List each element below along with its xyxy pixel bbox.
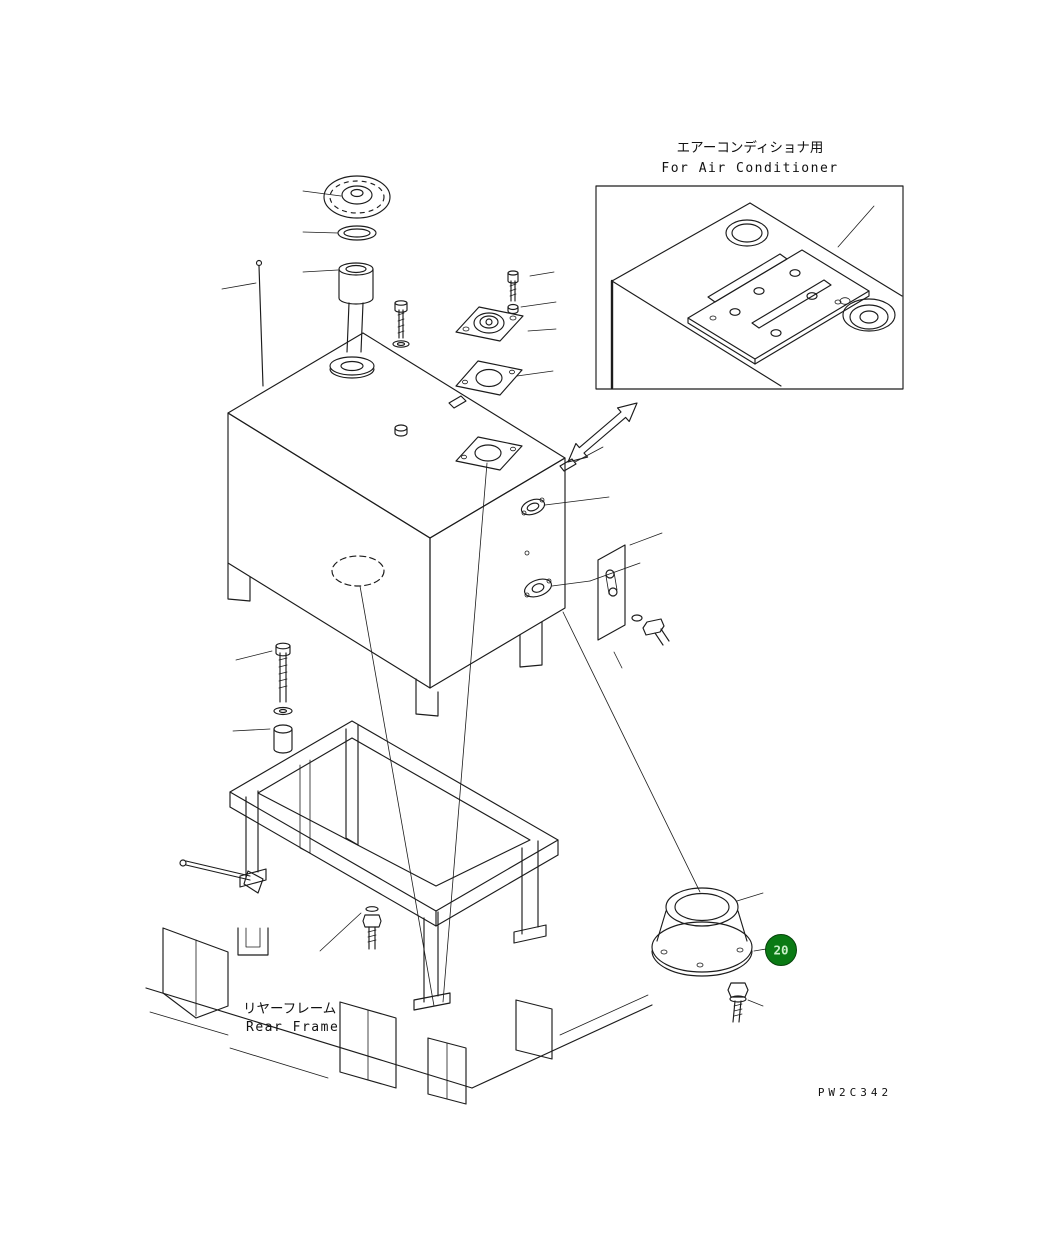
callout-badge-20[interactable]: 20 <box>765 934 797 966</box>
inset-detail-box <box>595 185 904 390</box>
o-ring <box>337 225 377 241</box>
tank-body <box>227 332 610 717</box>
bolt-top-right <box>507 270 519 315</box>
cover-plate <box>455 306 524 342</box>
callout-badge-circle[interactable] <box>765 934 797 966</box>
gasket <box>455 360 523 396</box>
callout-badge-number: 20 <box>773 943 788 958</box>
dipstick-rod <box>255 259 264 387</box>
cover-flange-assembly <box>651 887 767 977</box>
double-arrow-icon <box>567 402 638 463</box>
bolt-top-left <box>392 300 410 437</box>
linkage-rod <box>179 859 264 894</box>
frame-bolt <box>319 906 382 952</box>
cover-bolt <box>727 982 764 1023</box>
leader-lines-top <box>221 190 557 377</box>
inset-label-english: For Air Conditioner <box>661 161 838 176</box>
rear-frame-label-japanese: リヤーフレーム <box>243 1001 336 1017</box>
rear-frame-cutaway <box>145 987 653 1105</box>
filler-neck-strainer <box>329 262 375 379</box>
inset-label-japanese: エアーコンディショナ用 <box>677 139 824 156</box>
side-bracket-plate <box>589 532 670 669</box>
long-leader-lines <box>359 462 701 1007</box>
rear-frame-label-english: Rear Frame <box>246 1020 339 1035</box>
mount-frame <box>229 720 559 1011</box>
filler-cap <box>323 175 391 219</box>
drawing-part-code: PW2C342 <box>818 1086 892 1099</box>
mount-bolt-assembly <box>232 642 293 754</box>
